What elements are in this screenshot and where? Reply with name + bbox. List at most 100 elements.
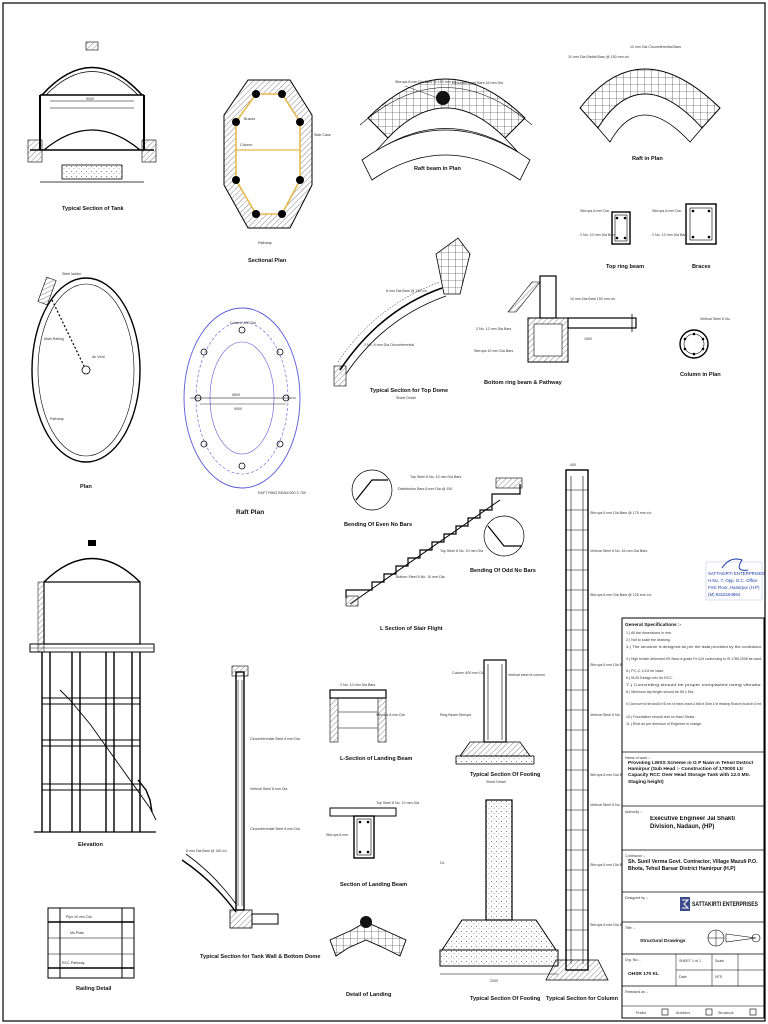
footing-large-dim-2000: 2000 [490, 979, 498, 983]
title-detail-of-landing: Detail of Landing [346, 992, 392, 998]
svg-text:Top Steel 8 No. 10 mm Dia: Top Steel 8 No. 10 mm Dia [440, 549, 483, 553]
column-400-label: Column 400 Dia [230, 321, 256, 325]
gl-label: GL [440, 861, 445, 865]
svg-text:Circumferential Steel 8 mm Dia: Circumferential Steel 8 mm Dia [250, 737, 300, 741]
title-section-landing-beam: Section of Landing Beam [340, 882, 407, 888]
footing-small-detail-note: Sheet Detail [486, 780, 506, 784]
raft-in-plan: 10 mm Dia Circumferential Bars 10 mm Dia… [568, 45, 721, 162]
drg-no-label: Drg. No.:- [625, 958, 641, 962]
gen-spec-item: 5.) P.C.C 1:3:6 for base. [626, 669, 664, 673]
title-plan: Plan [80, 484, 92, 490]
braces-label: Braces [244, 117, 255, 121]
designer-name: SATTAKIRTI ENTERPRISES [692, 901, 758, 908]
title-footing-small: Typical Section Of Footing [470, 772, 541, 778]
title-footing-large: Typical Section Of Footing [470, 996, 541, 1002]
pathway-label: Pathway [258, 241, 272, 245]
title-tank-wall: Typical Section for Tank Wall & Bottom D… [200, 954, 320, 960]
svg-text:Stirrups 8 mm Dia: Stirrups 8 mm Dia [580, 209, 609, 213]
svg-text:Stirrups 8 mm Dia: Stirrups 8 mm Dia [376, 713, 405, 717]
gen-spec-item: 3.) The structure is designed as per the… [626, 645, 762, 649]
svg-text:RCC Pathway: RCC Pathway [62, 961, 85, 965]
svg-text:Pipe 40 mm Dia: Pipe 40 mm Dia [66, 915, 92, 919]
svg-text:Stirrups 8 mm Dia Bars @ 125 m: Stirrups 8 mm Dia Bars @ 125 mm c/c [590, 923, 652, 927]
svg-text:Top Steel 8 No. 10 mm Dia Bars: Top Steel 8 No. 10 mm Dia Bars [410, 475, 462, 479]
gen-spec-item: 6.) M:20 Design mix for RCC. [626, 676, 673, 680]
stamp-line-4: (M) 9318164864 [708, 592, 741, 597]
stamp-line-2: H.No. 7, Opp. D.C. Office [708, 578, 758, 583]
contractor-label: Contractor :- [625, 854, 646, 858]
svg-text:Stirrups 8 mm Dia Bars @ 125 m: Stirrups 8 mm Dia Bars @ 125 mm c/c [590, 593, 652, 597]
braces-section: Stirrups 8 mm Dia 2 No. 12 mm Dia Bars B… [652, 203, 717, 270]
typical-section-footing-small: Column 400 mm Dia Vertical steel of colu… [440, 659, 545, 784]
svg-text:2 No. 8 mm Dia Circumferential: 2 No. 8 mm Dia Circumferential [364, 343, 414, 347]
section-landing-beam: Top Steel 8 No. 10 mm Dia Stirrups 8 mm … [326, 801, 419, 888]
compass-icon [707, 929, 761, 947]
svg-text:Ms Plate: Ms Plate [70, 931, 84, 935]
svg-text:Circumferential Bars 16 mm Dia: Circumferential Bars 16 mm Dia [452, 81, 503, 85]
main-railing-label: Main Railing [44, 337, 64, 341]
svg-text:Ring Beam Stirrups: Ring Beam Stirrups [440, 713, 471, 717]
title-top-ring-beam: Top ring beam [606, 264, 644, 270]
air-vent-label: Air Vent [92, 355, 105, 359]
pathway-dim-1000: 1000 [584, 337, 592, 341]
column-label: Column [240, 143, 252, 147]
gen-spec-item: 9.) Clear cover for raft should be 50 mm… [626, 702, 762, 706]
dim-text: 9000 [86, 97, 94, 101]
scale-label: Scale [715, 959, 724, 963]
svg-text:Stirrups 8 mm Dia Bars @ 125 m: Stirrups 8 mm Dia Bars @ 125 mm c/c [590, 773, 652, 777]
gen-spec-item: 1.) All the dimensions in mm. [626, 631, 672, 635]
svg-text:8 mm Dia Bars @ 150 c/c: 8 mm Dia Bars @ 150 c/c [186, 849, 227, 853]
bottom-ring-beam-pathway: 10 mm Dia Bars 150 mm c/c 2 No. 12 mm Di… [474, 275, 637, 386]
svg-text:Vertical Steel 6 No. 16 mm Dia: Vertical Steel 6 No. 16 mm Dia [590, 803, 639, 807]
svg-text:Top Steel 8 No. 10 mm Dia: Top Steel 8 No. 10 mm Dia [376, 801, 419, 805]
name-of-work-label: Name of work :- [625, 756, 651, 760]
title-braces: Braces [692, 264, 711, 270]
elevation: Elevation [29, 540, 157, 848]
title-column-in-plan: Column in Plan [680, 372, 721, 378]
raft-plan: 9600 9000 Column 400 Dia RAFT RING BEAM … [183, 307, 306, 516]
railing-detail: Pipe 40 mm Dia Ms Plate RCC Pathway Rail… [47, 907, 135, 992]
svg-text:10 mm Dia Bars 150 mm c/c: 10 mm Dia Bars 150 mm c/c [570, 297, 616, 301]
title-l-section-landing-beam: L-Section of Landing Beam [340, 756, 412, 762]
released-structural-checkbox[interactable] [749, 1008, 757, 1016]
svg-text:Circumferential Steel 8 mm Dia: Circumferential Steel 8 mm Dia [250, 827, 300, 831]
sheet-label: SHEET [679, 959, 692, 963]
date-label: Date [679, 975, 687, 979]
drg-no: OHSR 170 KL [628, 971, 659, 977]
stair-case-label: Stair Case [314, 133, 331, 137]
svg-text:Distribution Bars 8 mm Dia @ 1: Distribution Bars 8 mm Dia @ 150 [398, 487, 452, 491]
released-prelim-checkbox[interactable] [661, 1008, 669, 1016]
stair-flight: Bending Of Even No Bars Bending Of Odd N… [344, 469, 536, 632]
title-sectional-plan: Sectional Plan [248, 258, 287, 264]
gen-spec-item: 10.) Foundation should rest on Hard Stra… [626, 715, 695, 719]
svg-text:Stirrups 8 mm Dia Bars @ 125 m: Stirrups 8 mm Dia Bars @ 125 mm c/c [590, 863, 652, 867]
typical-section-tank: 9000 Typical Section of Tank [27, 41, 157, 212]
title-typical-section-tank: Typical Section of Tank [62, 206, 125, 212]
designed-by-label: Designed by :- [625, 896, 649, 900]
svg-text:Vertical Steel 6 No. 16 mm Dia: Vertical Steel 6 No. 16 mm Dia Bars [590, 549, 648, 553]
svg-text:Vertical Steel 6 No.: Vertical Steel 6 No. [700, 317, 731, 321]
raft-dim-9600: 9600 [232, 393, 240, 397]
svg-text:2 No. 10 mm Dia Bars: 2 No. 10 mm Dia Bars [340, 683, 376, 687]
tank-wall-bottom-dome: Circumferential Steel 8 mm Dia Vertical … [181, 665, 320, 960]
contractor: Sh. Sunil Verma Govt. Contractor, Villag… [628, 859, 758, 872]
top-ring-beam: Stirrups 8 mm Dia 2 No. 10 mm Dia Bars T… [580, 209, 644, 270]
title-bending-even: Bending Of Even No Bars [344, 522, 412, 528]
gen-spec-heading: General Specifications :- [625, 622, 682, 628]
typical-section-footing-large: 2000 GL Typical Section Of Footing [439, 799, 559, 1002]
title-l-section-stair: L Section of Stair Flight [380, 626, 443, 632]
gen-spec-item: 4.) High tensile deformed HS Bars of gra… [626, 657, 762, 661]
drawing-title: Structural Drawings [640, 938, 686, 944]
svg-text:10 mm Dia Radial Bars @ 150 mm: 10 mm Dia Radial Bars @ 150 mm c/c [568, 55, 629, 59]
pathway-plan-label: Pathway [50, 417, 64, 421]
sectional-plan: Braces Column Stair Case Pathway Section… [223, 79, 331, 264]
svg-text:Stirrups 8 mm Dia Bars @ 150 m: Stirrups 8 mm Dia Bars @ 150 mm c/c [395, 80, 457, 84]
top-dome-section: 8 mm Dia Bars @ 150 c/c 2 No. 8 mm Dia C… [333, 237, 471, 400]
svg-text:Stirrups 8 mm Dia Bars @ 125 m: Stirrups 8 mm Dia Bars @ 125 mm c/c [590, 663, 652, 667]
released-architect-checkbox[interactable] [705, 1008, 713, 1016]
svg-text:Column 400 mm Dia: Column 400 mm Dia [452, 671, 485, 675]
authority: Executive Engineer Jal Shakti Division, … [650, 816, 736, 830]
title-block: General Specifications :- 1.) All the di… [621, 617, 765, 1019]
